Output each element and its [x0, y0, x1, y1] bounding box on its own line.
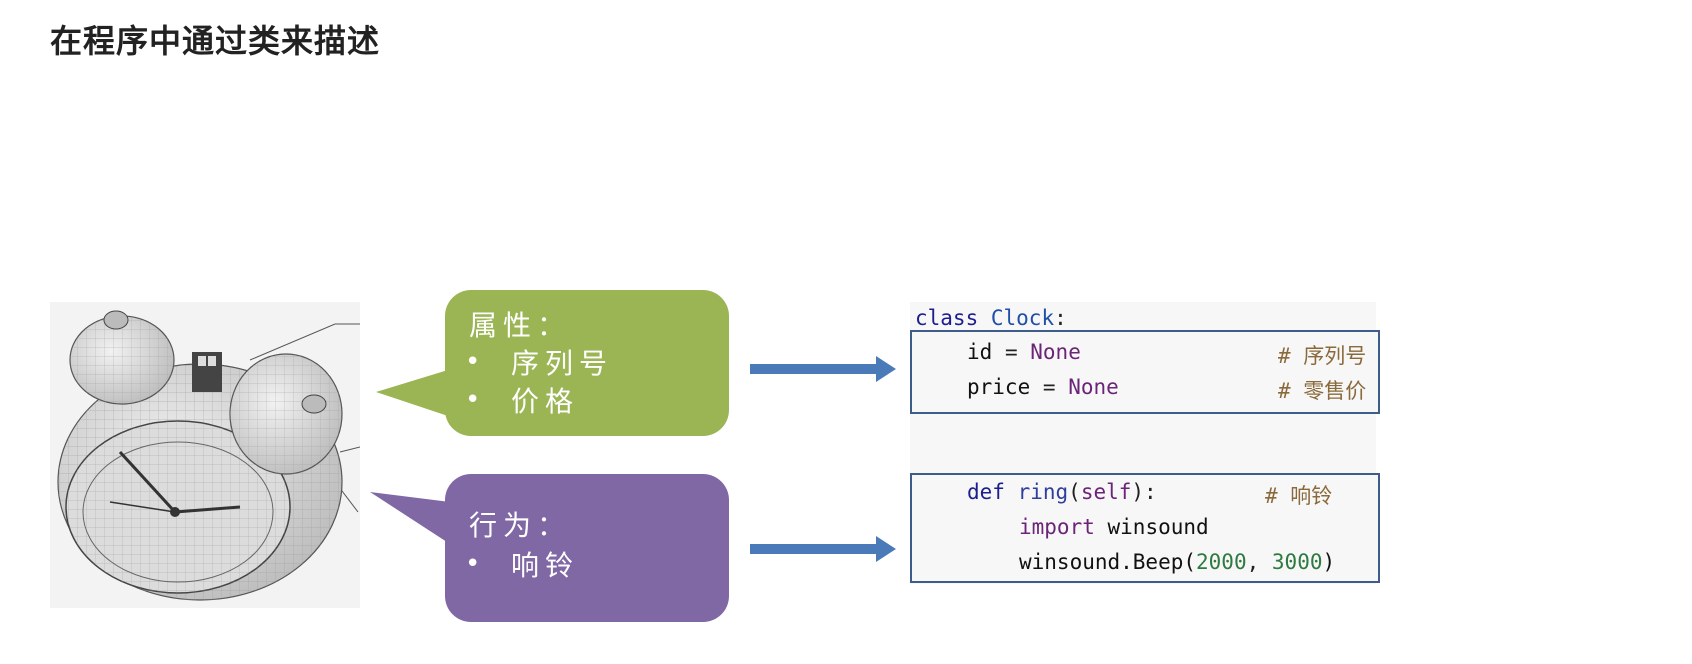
- comment-ring: # 响铃: [1265, 484, 1333, 508]
- attributes-callout-tail: [376, 370, 448, 416]
- comment-price: # 零售价: [1278, 379, 1367, 403]
- beep-call: winsound.Beep(: [1019, 550, 1197, 574]
- attr-id-name: id: [967, 340, 993, 364]
- equals-sign: =: [1042, 375, 1056, 399]
- method-name: ring: [1017, 480, 1069, 504]
- behaviors-callout-tail: [370, 492, 450, 544]
- attribute-item-label: 序列号: [511, 347, 614, 380]
- class-keyword: class: [915, 306, 979, 330]
- arg-comma: ,: [1246, 550, 1260, 574]
- alarm-clock-illustration: [50, 302, 361, 608]
- class-name: Clock: [990, 306, 1055, 330]
- none-value: None: [1030, 340, 1081, 364]
- method-code-box: [910, 473, 1380, 583]
- equals-sign: =: [1004, 340, 1018, 364]
- slide-title: 在程序中通过类来描述: [50, 22, 381, 60]
- behaviors-callout: 行为： • 响铃: [445, 474, 729, 622]
- behaviors-arrow-icon: [750, 536, 896, 562]
- behaviors-heading: 行为：: [469, 509, 572, 542]
- code-line-import: import winsound: [1019, 515, 1209, 539]
- attributes-arrow-icon: [750, 356, 896, 382]
- class-colon: :: [1054, 306, 1067, 330]
- def-keyword: def: [967, 480, 1005, 504]
- code-line-def: def ring(self):: [967, 480, 1157, 504]
- call-close-paren: ): [1322, 550, 1336, 574]
- none-value: None: [1068, 375, 1119, 399]
- attribute-item-serial: • 序列号: [465, 342, 613, 382]
- code-line-price: price = None: [967, 375, 1119, 399]
- attributes-callout: 属性： • 序列号 • 价格: [445, 290, 729, 436]
- open-paren: (: [1068, 480, 1081, 504]
- self-param: self: [1080, 480, 1132, 504]
- behavior-item-ring: • 响铃: [465, 544, 579, 584]
- beep-duration: 3000: [1271, 550, 1323, 574]
- behavior-item-label: 响铃: [511, 549, 580, 582]
- module-name: winsound: [1107, 515, 1209, 539]
- attr-price-name: price: [967, 375, 1031, 399]
- code-line-class: class Clock:: [915, 306, 1067, 330]
- comment-id: # 序列号: [1278, 344, 1367, 368]
- bullet-icon: •: [465, 385, 487, 415]
- import-keyword: import: [1019, 515, 1095, 539]
- beep-freq: 2000: [1196, 550, 1247, 574]
- bullet-icon: •: [465, 347, 487, 377]
- attributes-code-box: [910, 330, 1380, 414]
- code-line-id: id = None: [967, 340, 1081, 364]
- bullet-icon: •: [465, 549, 487, 579]
- attribute-item-price: • 价格: [465, 380, 579, 420]
- attribute-item-label: 价格: [511, 385, 580, 418]
- attributes-heading: 属性：: [469, 309, 572, 342]
- alarm-clock-icon: [57, 310, 361, 601]
- close-paren-colon: ):: [1131, 480, 1157, 504]
- code-line-beep: winsound.Beep(2000, 3000): [1019, 550, 1335, 574]
